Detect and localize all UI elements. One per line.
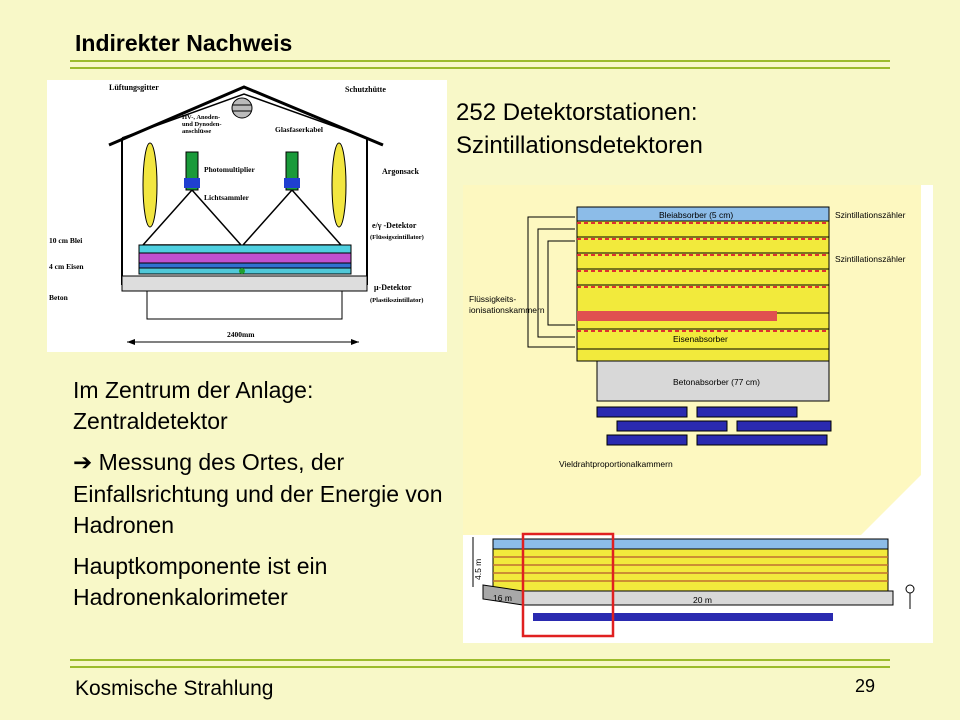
page-number: 29 [855, 676, 876, 696]
schutzhuette-label: Schutzhütte [345, 85, 386, 94]
fluessigkeits-label: Flüssigkeits- [469, 294, 516, 304]
plastikszintillator-label: (Plastikszintillator) [370, 297, 423, 304]
szintillationszaehler-label-2: Szintillationszähler [835, 254, 906, 264]
photomultiplier-label: Photomultiplier [204, 165, 256, 174]
blei-label: 10 cm Blei [49, 236, 82, 245]
vieldraht-label: Vieldrahtproportionalkammern [559, 459, 673, 469]
betonabsorber-label: Betonabsorber (77 cm) [673, 377, 760, 387]
lueftungsgitter-label: Lüftungsgitter [109, 83, 159, 92]
detector-station-diagram: Lüftungsgitter Schutzhütte HV-, Anoden- … [47, 80, 447, 352]
eisen-label: 4 cm Eisen [49, 262, 84, 271]
stations-line-1: 252 Detektorstationen: [456, 99, 698, 126]
footer-divider [70, 659, 890, 668]
argonsack-label: Argonsack [382, 167, 419, 176]
mu-detektor-label: μ-Detektor [374, 283, 412, 292]
width-label: 2400mm [227, 330, 255, 339]
depth-label: 16 m [493, 593, 512, 603]
bullet-messung: ➔ Messung des Ortes, der Einfallsrichtun… [73, 447, 443, 541]
bullet-zentraldetektor: Im Zentrum der Anlage: Zentraldetektor [73, 377, 314, 434]
calorimeter-diagram: Bleiabsorber (5 cm) Szintillationszähler… [463, 185, 933, 643]
szintillationszaehler-label-1: Szintillationszähler [835, 210, 906, 220]
eisenabsorber-label: Eisenabsorber [673, 334, 728, 344]
highlight-box [521, 532, 615, 638]
bullet-messung-text: Messung des Ortes, der Einfallsrichtung … [73, 449, 443, 538]
eg-detektor-label: e/γ -Detektor [372, 221, 417, 230]
ionisationskammern-label: ionisationskammern [469, 305, 545, 315]
title-divider [70, 60, 890, 69]
bleiabsorber-label: Bleiabsorber (5 cm) [659, 210, 733, 220]
slide-title: Indirekter Nachweis [75, 30, 293, 56]
hv-label-1: HV-, Anoden- [182, 114, 220, 121]
hv-label-2: und Dynoden- [182, 121, 222, 128]
arrow-right-icon: ➔ [73, 450, 93, 476]
bullet-list: Im Zentrum der Anlage: Zentraldetektor ➔… [73, 375, 443, 623]
lichtsammler-label: Lichtsammler [204, 193, 250, 202]
bullet-hauptkomponente: Hauptkomponente ist ein Hadronenkalorime… [73, 553, 328, 610]
stations-line-2: Szintillationsdetektoren [456, 132, 703, 159]
fluessigszintillator-label: (Flüssigszintillator) [370, 234, 424, 241]
height-label: 4.5 m [473, 559, 483, 580]
length-label: 20 m [693, 595, 712, 605]
glasfaserkabel-label: Glasfaserkabel [275, 125, 323, 134]
footer-text: Kosmische Strahlung [75, 677, 274, 700]
stations-text: 252 Detektorstationen: Szintillationsdet… [456, 96, 876, 162]
beton-label: Beton [49, 293, 69, 302]
hv-label-3: anschlüsse [182, 128, 211, 135]
